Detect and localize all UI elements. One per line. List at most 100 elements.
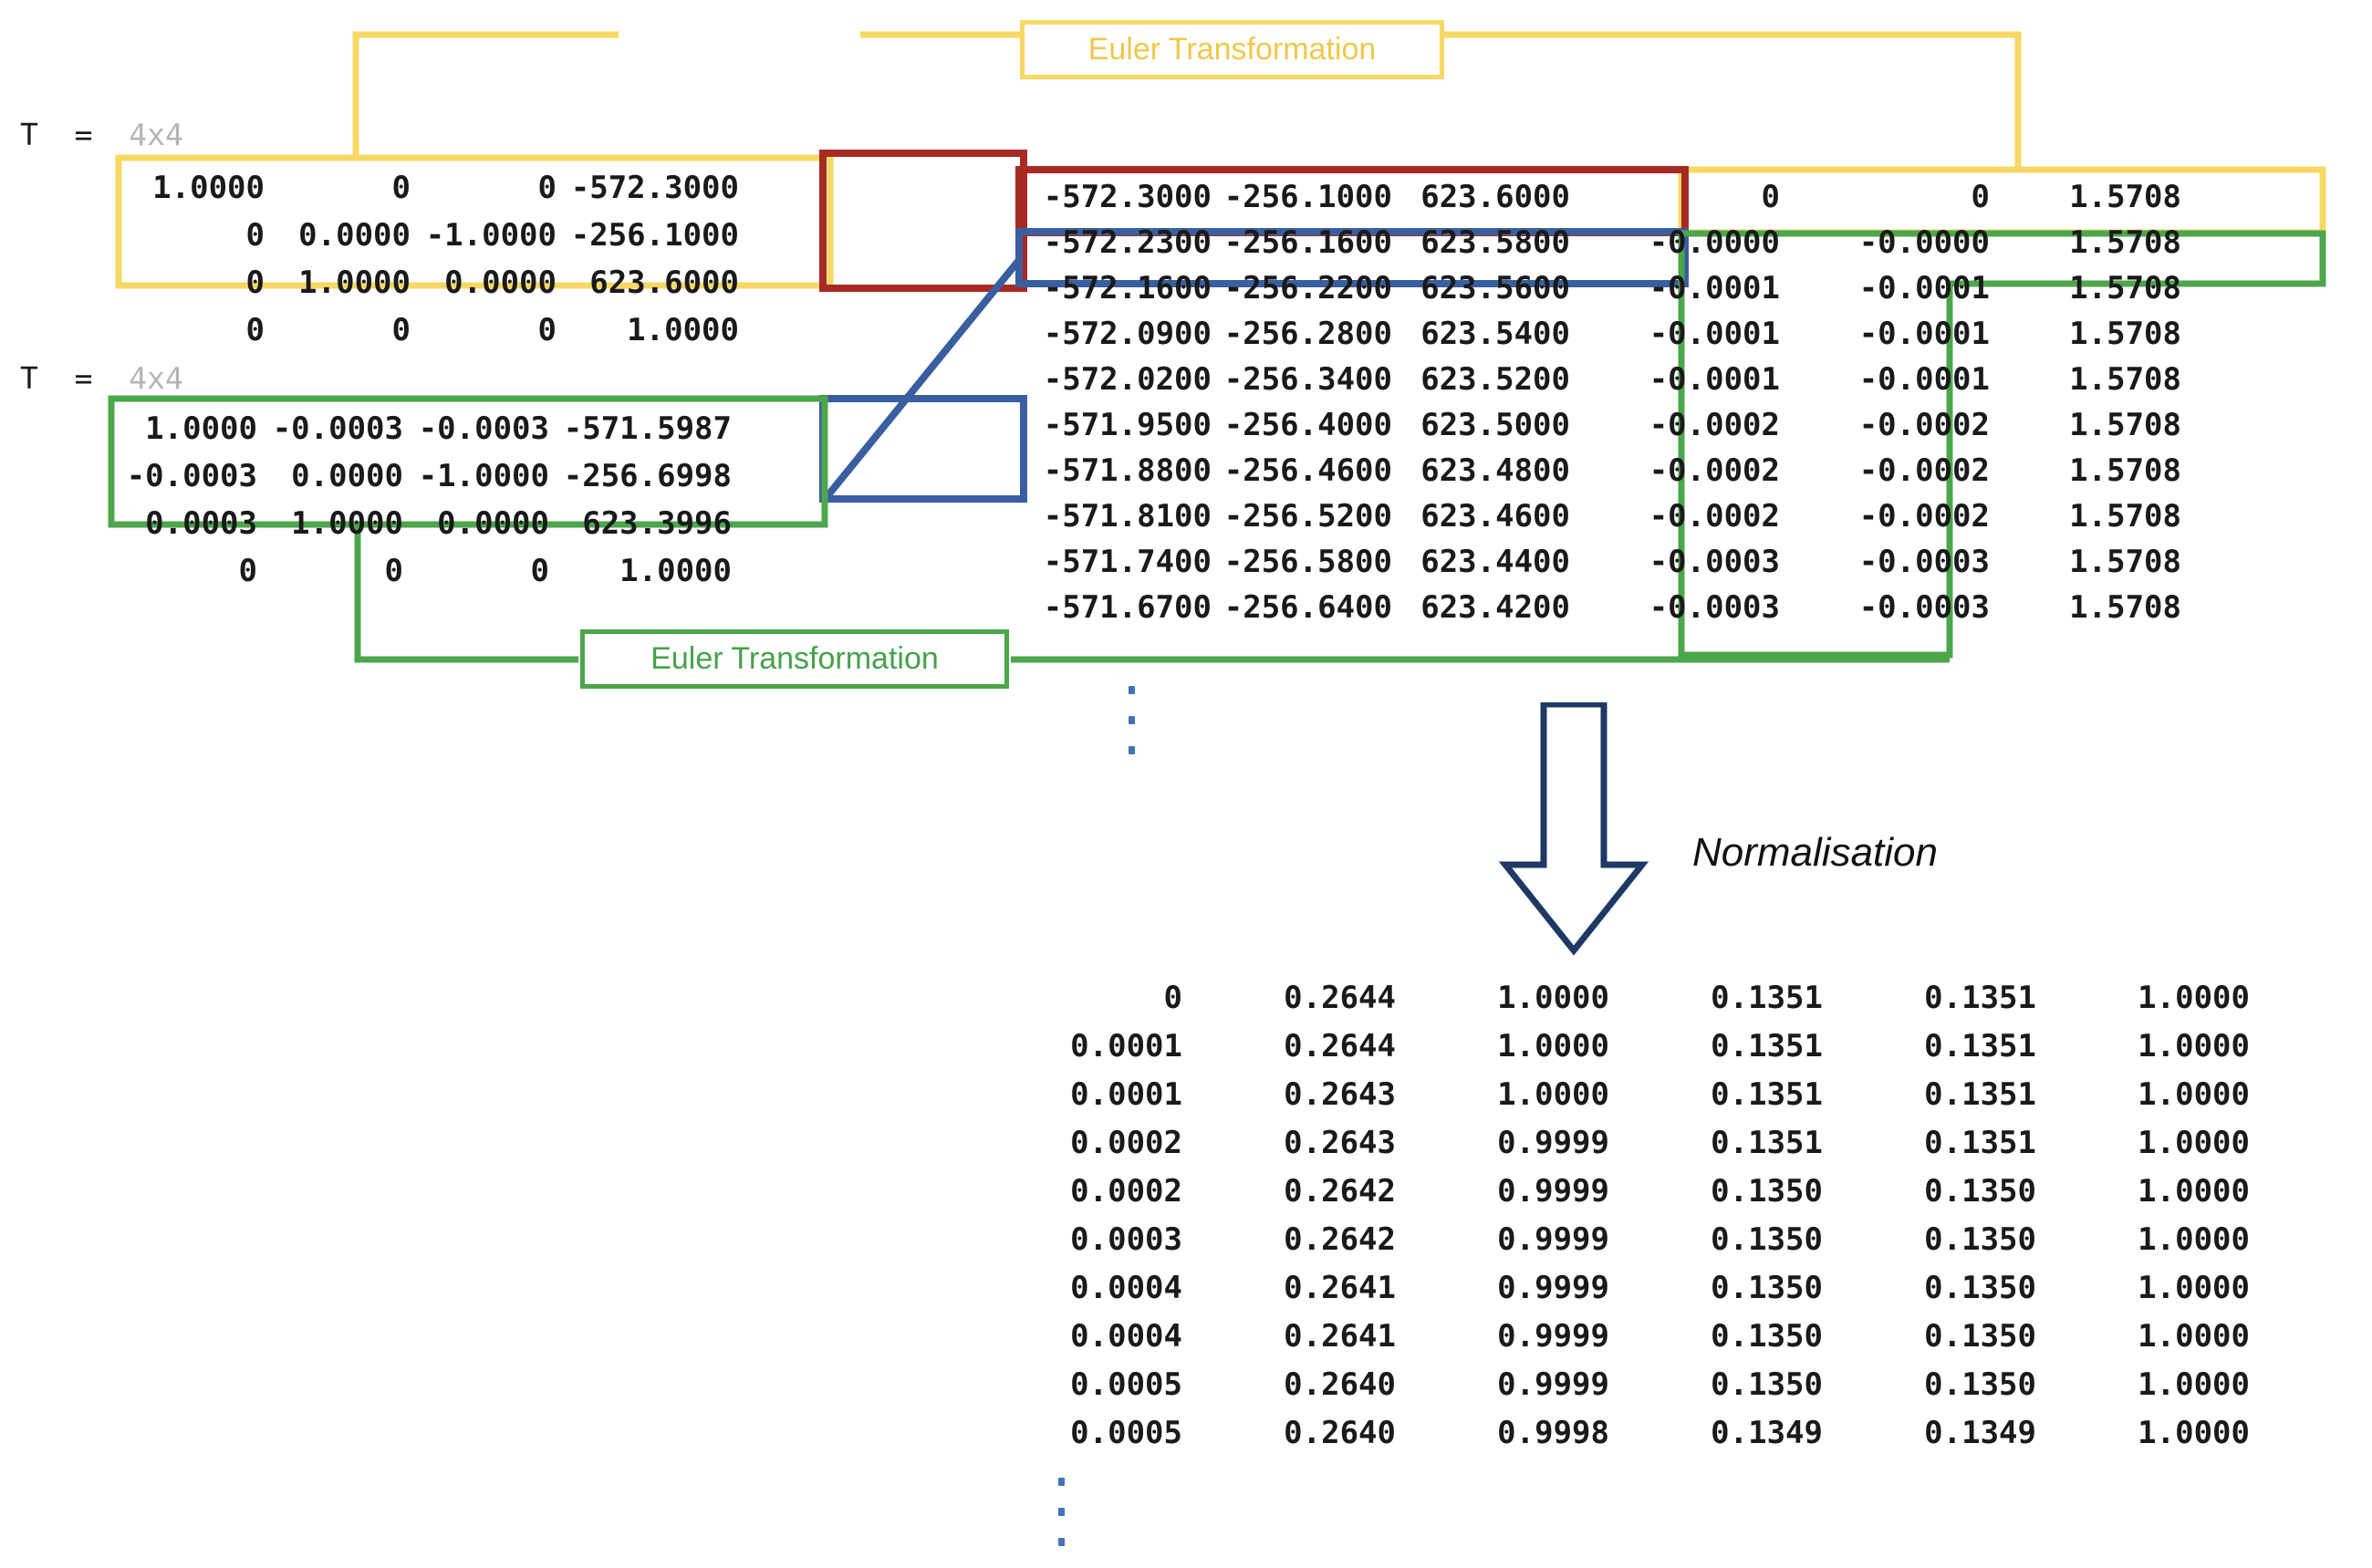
table-cell: -256.6998 — [563, 458, 732, 494]
table-cell: -256.3400 — [1223, 361, 1392, 398]
normalised-table: 0 0.2644 1.0000 0.1351 0.1351 1.0000 0.0001 0.2… — [1020, 974, 2250, 1458]
euler-bottom-label: Euler Transformation — [650, 641, 939, 676]
table-cell: 0.2640 — [1284, 1415, 1396, 1451]
euler-transformation-box-top[interactable]: Euler Transformation — [1020, 20, 1444, 79]
table-cell: 1.0000 — [145, 410, 257, 447]
normalised-table-ellipsis — [1058, 1478, 1065, 1568]
matrix-top-dim: 4x4 — [129, 117, 183, 152]
table-cell: 1.0000 — [298, 265, 411, 301]
table-cell: -0.0003 — [1858, 544, 1990, 580]
table-cell: -572.0200 — [1043, 361, 1212, 398]
matrix-bottom-label: T = 4x4 — [20, 360, 183, 396]
ellipsis-dot — [1058, 1478, 1065, 1486]
table-cell: 0.2641 — [1284, 1318, 1396, 1355]
table-cell: 0 — [245, 217, 265, 254]
table-cell: 0 — [245, 265, 265, 301]
table-cell: -256.1000 — [570, 217, 739, 254]
pose-table-ellipsis — [1129, 686, 1135, 776]
table-cell: 0.2643 — [1284, 1125, 1396, 1161]
table-cell: 0.9999 — [1497, 1318, 1609, 1355]
table-cell: 0.1351 — [1711, 1028, 1823, 1064]
table-cell: 0.1351 — [1924, 1125, 2036, 1161]
table-cell: 1.0000 — [2138, 1270, 2250, 1306]
table-cell: 0.0003 — [145, 505, 257, 542]
table-cell: -572.0900 — [1043, 316, 1212, 352]
table-cell: 0 — [1761, 179, 1780, 215]
table-cell: 0.1351 — [1924, 1028, 2036, 1064]
table-cell: 1.0000 — [2138, 1318, 2250, 1355]
table-cell: -0.0002 — [1649, 407, 1780, 443]
table-cell: 0.1351 — [1924, 1076, 2036, 1113]
table-cell: -0.0003 — [126, 458, 257, 494]
table-cell: 0 — [238, 553, 257, 589]
table-cell: 0.1351 — [1711, 1076, 1823, 1113]
table-cell: 0.9999 — [1497, 1270, 1609, 1306]
highlight-box-red-translation — [819, 150, 1027, 292]
table-cell: -571.8100 — [1043, 498, 1212, 535]
table-cell: 623.4600 — [1420, 498, 1570, 535]
normalisation-label: Normalisation — [1692, 830, 1938, 875]
euler-transformation-box-bottom[interactable]: Euler Transformation — [580, 629, 1009, 689]
table-cell: 623.4800 — [1420, 452, 1570, 489]
table-cell: 0.0000 — [437, 505, 549, 542]
table-cell: 0.1350 — [1924, 1173, 2036, 1210]
table-cell: -0.0001 — [1649, 361, 1780, 398]
table-cell: 0.9998 — [1497, 1415, 1609, 1451]
connector-blue — [823, 257, 1023, 500]
table-cell: -0.0002 — [1858, 498, 1990, 535]
table-cell: -571.5987 — [563, 410, 732, 447]
table-cell: -0.0001 — [1649, 270, 1780, 306]
table-cell: 0.0003 — [1070, 1221, 1182, 1258]
table-cell: 0.2642 — [1284, 1221, 1396, 1258]
table-cell: -0.0002 — [1858, 407, 1990, 443]
table-cell: 0 — [391, 312, 411, 348]
table-cell: 0.0004 — [1070, 1270, 1182, 1306]
table-cell: -571.7400 — [1043, 544, 1212, 580]
table-cell: -256.6400 — [1223, 589, 1392, 626]
table-cell: 623.3996 — [582, 505, 732, 542]
table-cell: 0 — [1163, 980, 1182, 1016]
table-cell: 0.0002 — [1070, 1173, 1182, 1210]
table-cell: 0.1351 — [1711, 1125, 1823, 1161]
table-cell: 0.2644 — [1284, 1028, 1396, 1064]
table-cell: 1.0000 — [2138, 1221, 2250, 1258]
table-cell: 0.9999 — [1497, 1366, 1609, 1403]
table-cell: -256.4000 — [1223, 407, 1392, 443]
connector-red — [1015, 202, 1027, 222]
ellipsis-dot — [1129, 746, 1135, 754]
table-cell: -571.9500 — [1043, 407, 1212, 443]
matrix-bottom-dim: 4x4 — [129, 360, 183, 396]
table-cell: 1.0000 — [1497, 980, 1609, 1016]
table-cell: -256.5800 — [1223, 544, 1392, 580]
table-cell: 0.0002 — [1070, 1125, 1182, 1161]
table-cell: -0.0003 — [418, 410, 549, 447]
table-cell: 0 — [384, 553, 403, 589]
table-cell: 0.0005 — [1070, 1415, 1182, 1451]
ellipsis-dot — [1129, 716, 1135, 724]
table-cell: 623.5800 — [1420, 224, 1570, 261]
table-cell: 0.1351 — [1711, 980, 1823, 1016]
table-cell: 1.0000 — [1497, 1028, 1609, 1064]
table-cell: 1.0000 — [627, 312, 739, 348]
table-cell: 0.1350 — [1924, 1270, 2036, 1306]
table-cell: 0 — [537, 312, 557, 348]
table-cell: 0.0001 — [1070, 1028, 1182, 1064]
table-cell: 623.5600 — [1420, 270, 1570, 306]
table-cell: 1.0000 — [1497, 1076, 1609, 1113]
table-cell: 0.1349 — [1924, 1415, 2036, 1451]
table-cell: 0.0001 — [1070, 1076, 1182, 1113]
